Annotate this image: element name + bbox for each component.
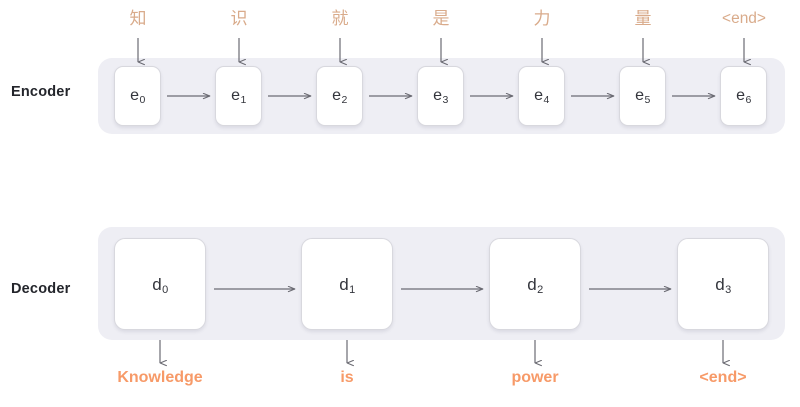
decoder-output-token-2: power xyxy=(511,369,559,386)
encoder-node-0-label: e0 xyxy=(130,87,146,106)
decoder-band xyxy=(98,227,785,340)
encoder-node-3[interactable]: e3 xyxy=(417,66,464,126)
decoder-output-token-3: <end> xyxy=(699,369,747,386)
encoder-input-token-5: 量 xyxy=(634,9,652,28)
decoder-node-1-label: d1 xyxy=(339,274,356,296)
decoder-node-1[interactable]: d1 xyxy=(301,238,393,330)
encoder-node-6-label: e6 xyxy=(736,87,752,106)
encoder-node-4[interactable]: e4 xyxy=(518,66,565,126)
decoder-output-token-0: Knowledge xyxy=(117,369,203,386)
encoder-row-label: Encoder xyxy=(11,84,71,100)
encoder-input-token-6: <end> xyxy=(722,10,766,27)
encoder-node-3-label: e3 xyxy=(433,87,449,106)
encoder-node-4-label: e4 xyxy=(534,87,550,106)
decoder-output-arrows xyxy=(159,340,730,367)
encoder-input-token-0: 知 xyxy=(129,9,147,28)
encoder-node-1-label: e1 xyxy=(231,87,247,106)
decoder-node-0[interactable]: d0 xyxy=(114,238,206,330)
encoder-node-5[interactable]: e5 xyxy=(619,66,666,126)
decoder-node-2[interactable]: d2 xyxy=(489,238,581,330)
decoder-output-token-1: is xyxy=(340,369,354,386)
encoder-input-token-2: 就 xyxy=(331,9,349,28)
encoder-input-token-4: 力 xyxy=(533,9,551,28)
encoder-input-token-1: 识 xyxy=(230,9,248,28)
encoder-node-2-label: e2 xyxy=(332,87,348,106)
encoder-node-0[interactable]: e0 xyxy=(114,66,161,126)
encoder-node-2[interactable]: e2 xyxy=(316,66,363,126)
decoder-node-3-label: d3 xyxy=(715,274,732,296)
encoder-node-5-label: e5 xyxy=(635,87,651,106)
encoder-input-token-3: 是 xyxy=(432,9,450,28)
encoder-node-6[interactable]: e6 xyxy=(720,66,767,126)
encoder-node-1[interactable]: e1 xyxy=(215,66,262,126)
decoder-node-2-label: d2 xyxy=(527,274,544,296)
decoder-node-3[interactable]: d3 xyxy=(677,238,769,330)
decoder-row-label: Decoder xyxy=(11,281,71,297)
decoder-node-0-label: d0 xyxy=(152,274,169,296)
